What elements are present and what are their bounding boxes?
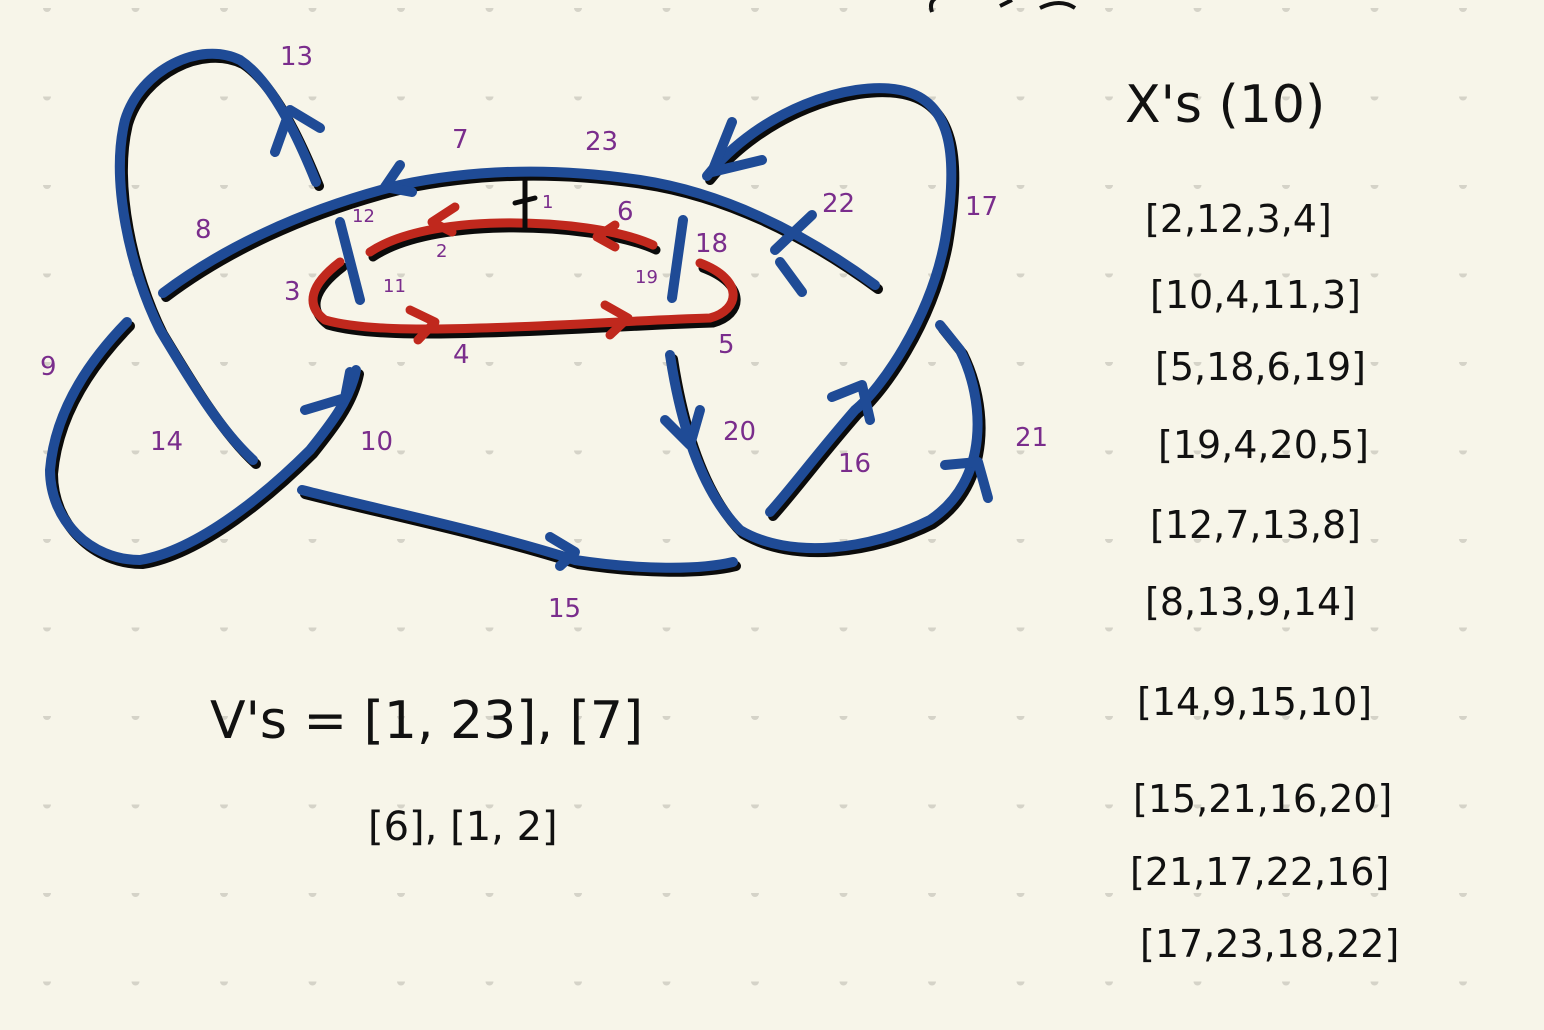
edge-label: 21 (1015, 423, 1048, 453)
knot-diagram (45, 48, 993, 577)
edge-label: 6 (617, 197, 634, 227)
blue-arc-top-7-23 (158, 166, 880, 298)
blue-arc-bottom-15 (297, 485, 738, 573)
blue-tick-22 (770, 210, 817, 297)
x-list-item: [12,7,13,8] (1150, 503, 1361, 547)
blue-stroke-12-11 (335, 217, 365, 305)
edge-label: 16 (838, 449, 871, 479)
red-arc-top (365, 218, 658, 257)
red-arrow-2 (427, 202, 460, 237)
edge-label: 15 (548, 594, 581, 624)
x-list-item: [2,12,3,4] (1145, 197, 1332, 241)
edge-label: 19 (635, 267, 658, 288)
x-list-header: X's (10) (1125, 75, 1325, 135)
v-list-line-1: V's = [1, 23], [7] (210, 691, 643, 751)
edge-label: 8 (195, 215, 212, 245)
edge-label: 9 (40, 352, 57, 382)
vertical-tick-1 (512, 177, 538, 231)
blue-arc-left-9 (45, 317, 361, 565)
red-arrow-4 (405, 305, 440, 345)
edge-label: 11 (383, 276, 406, 297)
edge-label: 5 (718, 330, 735, 360)
edge-labels: 13 7 23 22 17 8 12 2 1 6 18 3 11 19 5 9 … (40, 42, 1048, 624)
v-list-line-2: [6], [1, 2] (368, 804, 558, 850)
x-list-item: [10,4,11,3] (1150, 273, 1361, 317)
arrow-13 (270, 105, 325, 157)
arrow-20 (660, 405, 705, 450)
arrow-16 (827, 380, 875, 425)
x-list-item: [19,4,20,5] (1158, 423, 1369, 467)
edge-label: 3 (284, 277, 301, 307)
x-list-item: [5,18,6,19] (1155, 345, 1366, 389)
edge-label: 14 (150, 427, 183, 457)
edge-label: 1 (542, 192, 553, 213)
arrow-21 (940, 457, 993, 503)
cut-off-scribble (929, 0, 1077, 13)
edge-label: 23 (585, 127, 618, 157)
edge-label: 12 (352, 206, 375, 227)
red-strand (308, 202, 738, 345)
edge-label: 17 (965, 192, 998, 222)
x-list-item: [17,23,18,22] (1140, 922, 1399, 966)
edge-label: 2 (436, 241, 447, 262)
x-list-item: [21,17,22,16] (1130, 850, 1389, 894)
edge-label: 10 (360, 427, 393, 457)
edge-label: 18 (695, 229, 728, 259)
arrow-7 (380, 160, 417, 197)
arrow-15 (545, 532, 580, 571)
x-list: X's (10) [2,12,3,4] [10,4,11,3] [5,18,6,… (1125, 75, 1399, 966)
edge-label: 22 (822, 189, 855, 219)
blue-arc-right-17 (702, 83, 957, 517)
arrow-10 (300, 367, 355, 415)
v-list: V's = [1, 23], [7] [6], [1, 2] (210, 691, 643, 850)
red-arrow-6 (592, 220, 620, 252)
blue-strands (45, 48, 993, 573)
x-list-item: [8,13,9,14] (1145, 580, 1356, 624)
x-list-item: [14,9,15,10] (1137, 680, 1372, 724)
arrow-23-right (707, 117, 767, 177)
edge-label: 20 (723, 417, 756, 447)
edge-label: 13 (280, 42, 313, 72)
blue-stroke-18-19 (667, 215, 688, 303)
edge-label: 7 (452, 125, 469, 155)
blue-arc-bottom-right-21 (665, 320, 983, 554)
red-arc-bottom (308, 257, 738, 334)
red-arrow-5 (600, 300, 633, 340)
edge-label: 4 (453, 340, 470, 370)
x-list-item: [15,21,16,20] (1133, 777, 1392, 821)
blue-arc-13 (114, 48, 321, 465)
